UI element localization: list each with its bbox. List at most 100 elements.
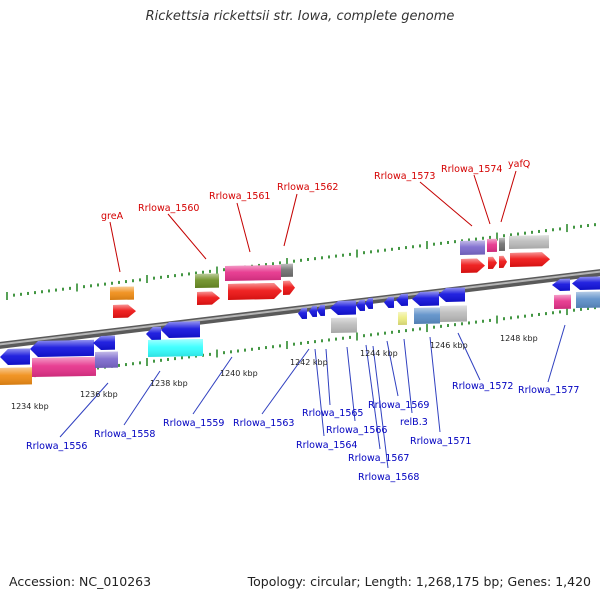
gene-feature-shine [460, 240, 485, 255]
scale-label: 1238 kbp [150, 379, 188, 388]
gene-feature-shine [309, 305, 317, 317]
gene-label[interactable]: Rrlowa_1568 [358, 472, 419, 483]
map-title: Rickettsia rickettsii str. Iowa, complet… [145, 9, 455, 24]
gene-label[interactable]: greA [101, 211, 124, 222]
scale-label: 1234 kbp [11, 402, 49, 411]
scale-label: 1244 kbp [360, 349, 398, 358]
gene-feature-shine [195, 273, 219, 288]
gene-feature-shine [488, 256, 497, 269]
scale-label: 1242 kbp [290, 358, 328, 367]
gene-feature-shine [317, 304, 325, 316]
gene-feature-shine [356, 299, 365, 311]
gene-feature-shine [440, 305, 467, 322]
leader-line [325, 348, 331, 406]
gene-feature-shine [365, 297, 373, 309]
gene-feature-shine [113, 304, 136, 318]
scale-label: 1246 kbp [430, 341, 468, 350]
leader-line [236, 202, 251, 253]
leader-line [167, 213, 207, 260]
gene-label[interactable]: Rrlowa_1565 [302, 408, 363, 419]
leader-line [403, 338, 413, 414]
gene-label[interactable]: yafQ [508, 159, 530, 170]
gene-feature-shine [30, 339, 94, 357]
gene-feature-shine [298, 307, 307, 319]
gene-label[interactable]: relB.3 [400, 417, 428, 428]
genome-backbone [0, 269, 600, 349]
leader-line [365, 344, 381, 450]
gene-feature-shine [572, 276, 600, 290]
leader-line [59, 382, 109, 438]
reverse-gene-labels: Rrlowa_1556 Rrlowa_1558 Rrlowa_1559 Rrlo… [26, 381, 579, 483]
gene-feature-shine [225, 264, 281, 281]
gene-feature-shine [396, 293, 408, 306]
leader-line [283, 193, 298, 247]
gene-label[interactable]: Rrlowa_1571 [410, 436, 471, 447]
gene-label[interactable]: Rrlowa_1569 [368, 400, 429, 411]
gene-feature-shine [412, 291, 439, 306]
leader-line [419, 181, 473, 227]
gene-feature-shine [148, 338, 203, 357]
gene-label[interactable]: Rrlowa_1559 [163, 418, 224, 429]
gene-feature-shine [0, 367, 32, 385]
gene-feature-shine [554, 294, 571, 309]
gene-label[interactable]: Rrlowa_1562 [277, 182, 338, 193]
gene-feature-shine [161, 321, 200, 338]
leader-line [261, 348, 310, 415]
gene-feature-shine [32, 356, 96, 377]
leader-line [429, 336, 441, 433]
gene-feature-shine [330, 300, 356, 315]
scale-label: 1236 kbp [80, 390, 118, 399]
gene-feature-shine [281, 263, 293, 277]
gene-feature-shine [331, 317, 357, 333]
leader-line [123, 370, 161, 426]
scale-labels: 1234 kbp 1236 kbp 1238 kbp 1240 kbp 1242… [11, 334, 538, 411]
gene-label[interactable]: Rrlowa_1566 [326, 425, 387, 436]
gene-features [0, 235, 600, 385]
leader-line [473, 174, 491, 225]
gene-feature-shine [110, 286, 134, 300]
gene-label[interactable]: Rrlowa_1561 [209, 191, 270, 202]
gene-label[interactable]: Rrlowa_1577 [518, 385, 579, 396]
gene-feature-shine [197, 291, 220, 305]
gene-label[interactable]: Rrlowa_1567 [348, 453, 409, 464]
gene-feature-shine [398, 311, 407, 325]
gene-feature-shine [93, 335, 115, 350]
gene-feature-shine [499, 255, 507, 268]
leader-line [109, 221, 121, 273]
gene-feature-shine [552, 278, 570, 291]
gene-label[interactable]: Rrlowa_1573 [374, 171, 435, 182]
leader-line [346, 346, 356, 422]
leader-line [457, 332, 481, 381]
gene-feature-shine [146, 326, 161, 341]
gene-feature-shine [0, 348, 30, 365]
gene-label[interactable]: Rrlowa_1574 [441, 164, 502, 175]
gene-feature-shine [499, 237, 505, 251]
gene-label[interactable]: Rrlowa_1556 [26, 441, 87, 452]
gene-label[interactable]: Rrlowa_1563 [233, 418, 294, 429]
gene-label[interactable]: Rrlowa_1564 [296, 440, 357, 451]
gene-label[interactable]: Rrlowa_1560 [138, 203, 199, 214]
gene-feature-shine [576, 291, 600, 308]
gene-feature-shine [438, 287, 465, 302]
scale-label: 1240 kbp [220, 369, 258, 378]
gene-feature-shine [283, 280, 295, 295]
gene-feature-shine [487, 238, 497, 252]
leader-line [386, 340, 399, 397]
gene-feature-shine [228, 283, 282, 300]
gene-feature-shine [509, 235, 549, 249]
gene-feature-shine [510, 252, 550, 267]
genome-summary-text: Topology: circular; Length: 1,268,175 bp… [247, 574, 591, 589]
leader-line [192, 356, 233, 415]
gene-label[interactable]: Rrlowa_1572 [452, 381, 513, 392]
leader-line [372, 345, 389, 469]
leader-lines [59, 170, 566, 469]
gene-label[interactable]: Rrlowa_1558 [94, 429, 155, 440]
gene-feature-shine [461, 258, 485, 273]
leader-line [314, 348, 325, 437]
scale-label: 1248 kbp [500, 334, 538, 343]
gene-feature-shine [414, 307, 440, 324]
gene-feature-shine [95, 351, 118, 368]
leader-line [500, 170, 517, 223]
leader-line [547, 324, 566, 383]
